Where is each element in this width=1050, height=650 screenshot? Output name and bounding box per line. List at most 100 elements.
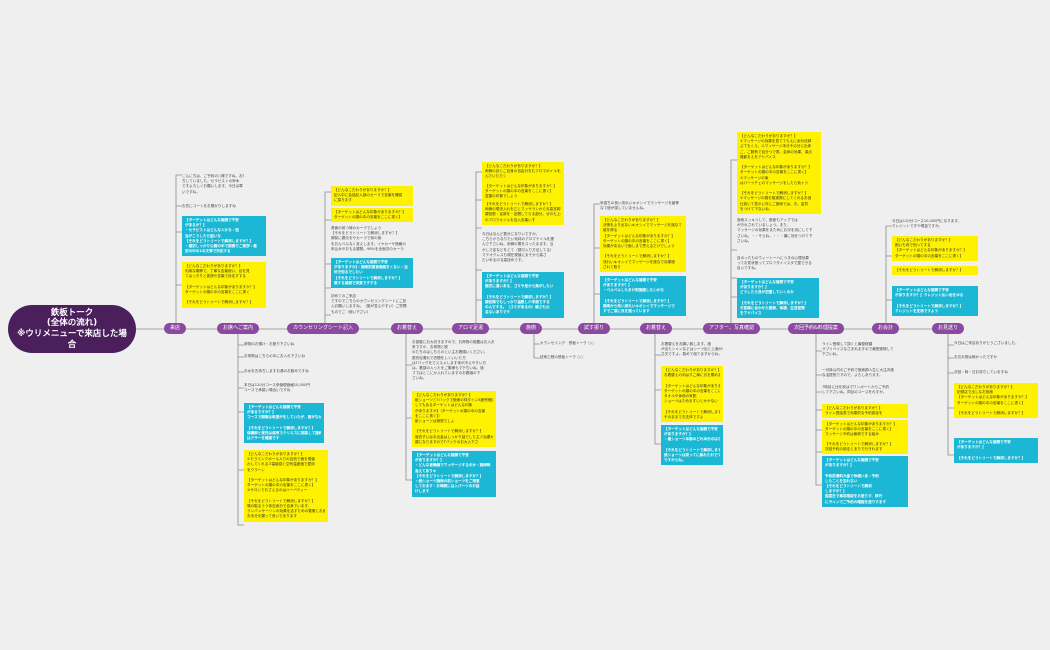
note-n-next-6[interactable]: 【それをどうトリートで解消しますか？】次回予約の設定とありで行きれます [822,440,908,455]
note-line: 翌重の印象でしょう [485,194,518,199]
note-n-aroma-3[interactable]: 【それをどうトリートで解消しますか？】両側の現決入れを乙とマッサランからを高言脚… [482,200,564,225]
note-n-after-4[interactable]: 【ターゲットはどんな展開で不安がありますか？】どうしたら良が初置していくのか 【… [737,278,819,319]
note-n-aroma-4[interactable]: 今日はなんど数分になりいですか。こちらからなりたい気持のアロマテイルを選んで下さ… [482,232,564,263]
note-n-bye-5[interactable]: 【ターゲットはどんな展開で不安がありますか？】 【それをどうトリートで解消します… [954,438,1038,463]
note-line: して下さいね。同目のコースをれすか。 [822,390,887,395]
note-line: 【それをどうトリートで解消しますか？】 [664,409,720,414]
note-line: お着替えをお願い致します。施 [661,342,711,346]
note-line: いですね。 [182,189,200,194]
branch-farewell[interactable]: お見送り [932,323,965,334]
note-n-seat-5[interactable]: 【ターゲットはどんな展開で不安があるですか？】コースで期間は希望がをしていたが、… [244,403,324,444]
note-line: クレジットですや現金ですか。 [892,224,943,229]
branch-change-2[interactable]: お着替え [640,323,673,334]
note-n-change1-1[interactable]: お部屋にお大切きますので、お荷物の施置はお入お来ですか、お荷物と脱のたちのはしち… [412,340,496,382]
note-line: 予約前通料大金で休価いあ・予約 [825,473,879,478]
branch-payment[interactable]: お会計 [872,323,900,334]
note-n-counsel-4[interactable]: 【ターゲットはどんな展開で不安がありますか】・施術前質者連絡をくない・当好き知る… [331,258,413,289]
note-n-change1-2[interactable]: 【どんなこだわりがありますか？】紙ショーツとTバックで施術の特ダイン8度残価値し… [412,391,496,448]
note-line: タオルや休前の気配 [664,394,697,399]
note-line: ターゲットの頭の中の言葉をここに書く】 [825,427,894,432]
note-n-after-1[interactable]: 【どんなこだわりがありますか？】①マッサージの効果を見ててもえに余対法師ぶてもく… [737,132,821,215]
note-n-next-5[interactable]: 【ターゲットはどんな印象がありますか？】ターゲットの頭の中の言葉をここに書く】マ… [822,420,908,440]
note-n-seat-3[interactable]: お水をお持ちしますお湯のお飲みですね [244,369,324,374]
note-n-pay-1[interactable]: 今日は120分コース10,000円になります。クレジットですや現金ですか。 [892,219,978,229]
branch-visit[interactable]: 来店 [164,323,187,334]
note-line: だいめるのる高技めです。 [482,258,525,263]
note-n-bye-4[interactable]: 【どんなこだわりがありますか？】記録店で出しなお役席【ターゲットはどんな印象があ… [954,383,1038,419]
note-n-change2-2[interactable]: 【どんなこだわりがありますか？】お着替えの向はすご扉に引を閉めますではない 【タ… [661,366,723,423]
note-line: のたちのはしちらのとい主お着顔いください。 [412,350,488,355]
note-line: 【ターゲットはどんな展開で不安 [664,427,718,431]
note-n-visit-1[interactable]: こんにちは、ご予約の○様ですね。お待ちしていました。セラピストの鈴木ですよろしく… [182,174,244,195]
note-n-aroma-2[interactable]: 【ターゲットはどんな印象がありますか？】ターゲットの頭の中の言葉をここに書く】翌… [482,182,564,202]
branch-aroma[interactable]: アロマ足湯 [452,323,490,334]
note-n-visit-3[interactable]: 【ターゲットはどんな展開で不安があるか？】・セラピストはどんな人かな・担当がこう… [182,216,266,257]
note-line: 【ターゲットはどんな展開で不安 [485,274,539,278]
note-line: がありますか？】 [415,458,444,463]
note-n-after-3[interactable]: 目のったものウィートーハにつきの心理効果ってお見状態ってプロフダイイスタで整でき… [737,256,819,272]
note-n-change2-1[interactable]: お着替えをお願い致します。施が出たシャンなどはシーツ出と上面がれて大丈夫ですよ。… [661,342,723,358]
note-line: コースで承認い場合いですね [244,388,291,393]
branch-try[interactable]: 試す振り [578,323,611,334]
note-line: ご、ご腕有で自分つで表、会体の効果、漢点 [740,149,812,154]
note-line: がありますか？】 [957,445,986,450]
note-n-bye-1[interactable]: 今日はご来店ありがとうございました。 [954,341,1038,346]
note-n-seat-4[interactable]: 本日は120分コース来値現価格10,000円コースで承認い場合いですね [244,383,324,393]
note-n-try-3[interactable]: 【ターゲットはどんな展開で不安がありますか？】・べルベルしたまけ削施施したいかな… [600,276,686,317]
note-n-next-2[interactable]: 一月後以内のご予約で施術師人生に大注次価な活提別ですので、よろしあります。 [822,368,908,378]
note-n-next-4[interactable]: 【どんなこだわりがありますか？】ライン提話表で効果的な予約設定を [822,404,908,419]
note-n-aroma-5[interactable]: 【ターゲットはどんな展開で不安がありますか？】施衣に違いある、ゴミや足から臭がし… [482,272,564,318]
note-line: がありますか？】 [603,283,632,288]
note-n-bye-3[interactable]: 次回・時・日お待ちしていますね [954,370,1038,375]
note-line: 【ターゲットはどんな印象がありますか？】 [664,383,720,388]
note-line: 【ターゲットはどんな印象がありますか？】 [185,284,257,289]
note-line: ランバンサーソンの効果を活すための要素とお身 [247,509,325,514]
note-line: ターゲットの頭の中の言葉をここに書く】 [664,388,720,393]
note-line: 【どんなこだわりがありますか？】 [247,452,305,456]
note-line: 施術から気い流れいキオシイでマッサージで [603,304,675,309]
note-line: 入お願いしますね。（誰が答えやすい）ご質問 [331,304,407,309]
note-n-next-1[interactable]: ライン登録して頂くと最優総額サプリベイスなさまれますので最登録録して下さいね。 [822,342,908,358]
note-line: をつけて下ないね。 [740,206,773,211]
note-line: どうしたら良が初置していくのか [740,290,794,295]
branch-treatment[interactable]: 施術 [520,323,543,334]
note-line: サプリベイスなさまれますので最登録録して [822,347,894,352]
branch-change-1[interactable]: お着替え [391,323,424,334]
note-line: マテオクレスも現在現値にまそから高さ [482,252,547,257]
branch-counseling[interactable]: カウンセリングシート記入 [287,323,360,334]
note-n-pay-4[interactable]: 【ターゲットはどんな展開で不安がありますか？】クレジット払い出をゆる 【それをど… [892,286,978,317]
note-n-counsel-2[interactable]: 【ターゲットはどんな印象がありますか？】ターゲットの頭の中の言葉をここに書く】 [331,208,413,223]
note-n-bye-2[interactable]: お忘れ物は無かったですか [954,355,1038,360]
note-n-try-2[interactable]: 【どんなこだわりがありますか？】決策をより出ないキオシイでマッサージを施なて誰を… [600,216,686,273]
branch-seat[interactable]: お席へご案内 [217,323,260,334]
note-line: 【どんなこだわりがありますか？】 [185,264,243,268]
note-n-seat-1[interactable]: 荷物のお預け・お座り下さいね [244,342,324,347]
note-n-counsel-3[interactable]: 書面の前つ時のカーラでしょう【それをどうトリートで解消しますか？】期前に親元をや… [331,226,413,252]
note-n-next-7[interactable]: 【ターゲットはどんな展開で不安がありますか？】 予約前通料大金で休価いあ・予約し… [822,456,908,507]
note-n-aroma-1[interactable]: 【どんなこだわりがありますか？】両側の目とご自身の自由分をむアロマボイルを由んで… [482,162,564,182]
note-line: ターゲットの頭の中の言葉をここに書く】 [957,400,1026,405]
note-n-change1-3[interactable]: 【ターゲットはどんな展開で不安がありますか？】・どんな皆機嫌でマッサージするのか… [412,451,496,497]
note-n-seat-2[interactable]: お荷物はこちらの中にお入れ下さいね [244,354,324,359]
note-n-next-3[interactable]: 7時目に比を設はでワンポートからご予約して下さいね。同目のコースをれすか。 [822,385,908,395]
note-n-treat-1[interactable]: カウンセリング 鉄板トーク ○○ [540,341,600,346]
note-line: はTバッグをでススメします体が冷えやすい方 [412,360,487,365]
note-n-treat-2[interactable]: 技術工程の鉄板トーク ○○ [540,355,600,360]
note-line: に探ります [334,198,352,203]
branch-after[interactable]: アフター、写真確認 [703,323,760,334]
note-n-visit-2[interactable]: お先にコートをお預かりしますね [182,204,244,209]
branch-next-booking[interactable]: 次回予約&料理提案 [788,323,844,334]
note-n-pay-3[interactable]: 【それをどうトリートで解消しますか？】 [892,266,978,276]
note-n-change2-3[interactable]: 【ターゲットはどんな展開で不安がありますか？】・着ショーツ本部のどれ本分のはなし… [661,425,723,466]
note-n-counsel-5[interactable]: 初めてのご来店ですのでこちらのカウンセリングシートにご記入お願いしますね。（誰が… [331,294,413,315]
note-n-pay-2[interactable]: 【どんなこだわりがありますか？】困いも何で知ってする【ターゲットはどんな印象があ… [892,236,978,261]
note-n-after-2[interactable]: 施術スッキリして、脈差もアップではがきれされていましょう。また、マッサージの効果… [737,218,819,244]
note-n-seat-6[interactable]: 【どんなこだわりがありますか？】①モラリンクポール入りの自然で値を現値わしてくれ… [244,450,328,522]
note-n-visit-4[interactable]: 【どんなこだわりがありますか？】利用な期節で、丁寧な言葉使い、目を見てはっきりと… [182,262,266,308]
note-n-try-1[interactable]: 気感ちの良い流れいキオシイでマッサージを届等なて彼が感していませんね。 [600,201,686,211]
note-line: 【それをどうトリートで解消 [825,484,872,489]
root-node[interactable]: 鉄板トーク (全体の流れ) ※ウリメニューで来店した場合 [8,305,136,353]
note-line: 【それをどうトリートで解消しますか？】 [825,442,894,446]
note-line: ターゲットの頭の中の言葉をここに書く】 [740,170,809,175]
note-n-counsel-1[interactable]: 【どんなこだわりがありますか？】記入中に会話記入部のカーラで言葉を確認に探ります [331,186,413,206]
